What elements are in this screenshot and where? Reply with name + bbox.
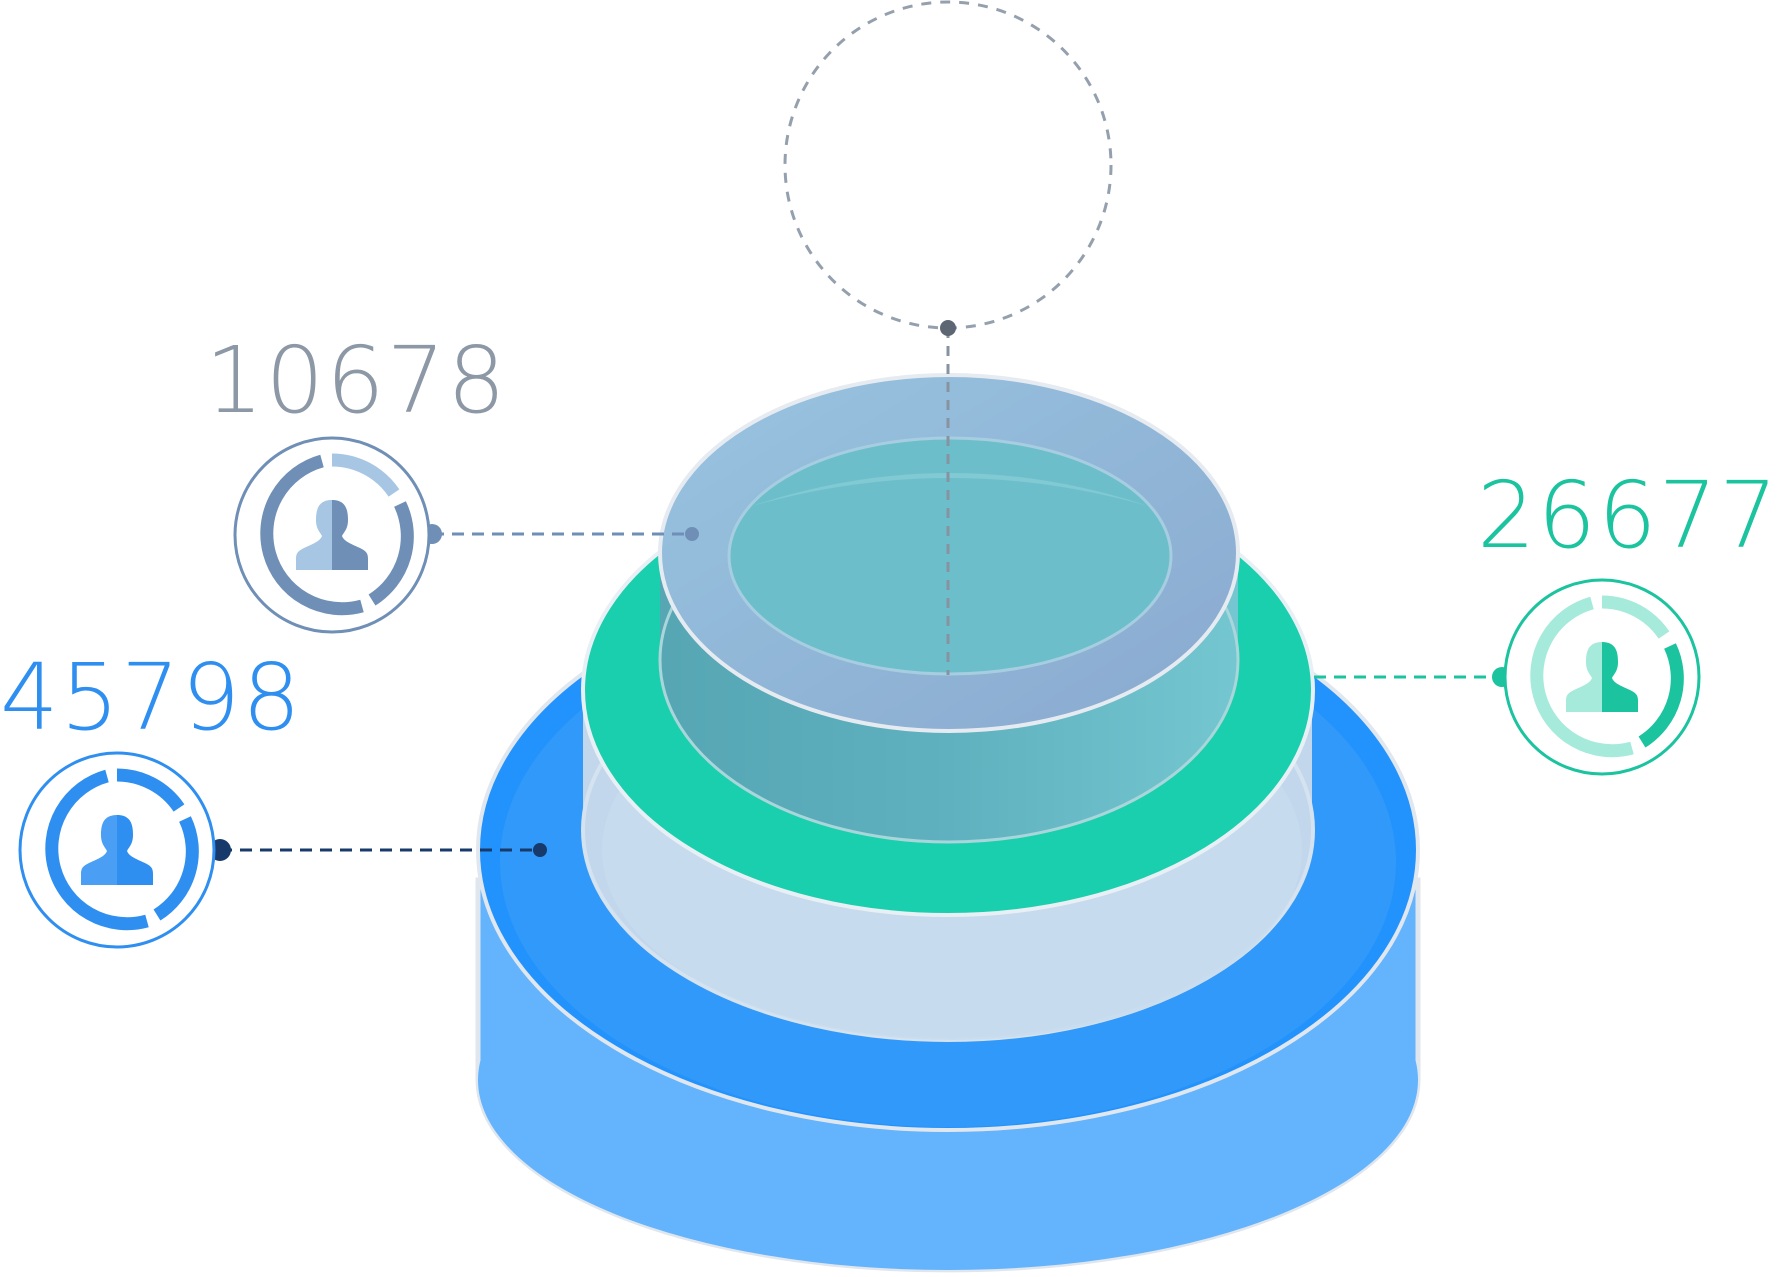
stat-value-bottom-left: 45798	[0, 644, 303, 751]
stat-value-top-left: 10678	[205, 327, 508, 434]
user-badge-bottom-left	[17, 750, 217, 950]
connector-right	[1314, 667, 1512, 687]
user-badge-right	[1502, 577, 1702, 777]
stat-value-right: 26677	[1477, 462, 1780, 569]
stacked-cylinders	[209, 0, 1512, 1273]
connector-top-left	[422, 524, 699, 544]
user-badge-top-left	[232, 435, 432, 635]
user-icon	[18, 751, 216, 949]
placeholder-circle	[783, 0, 1113, 675]
user-icon	[233, 436, 431, 634]
top-cylinder-well	[727, 436, 1173, 676]
user-icon	[1503, 578, 1701, 776]
top-cylinder-well-highlight	[752, 473, 1148, 506]
